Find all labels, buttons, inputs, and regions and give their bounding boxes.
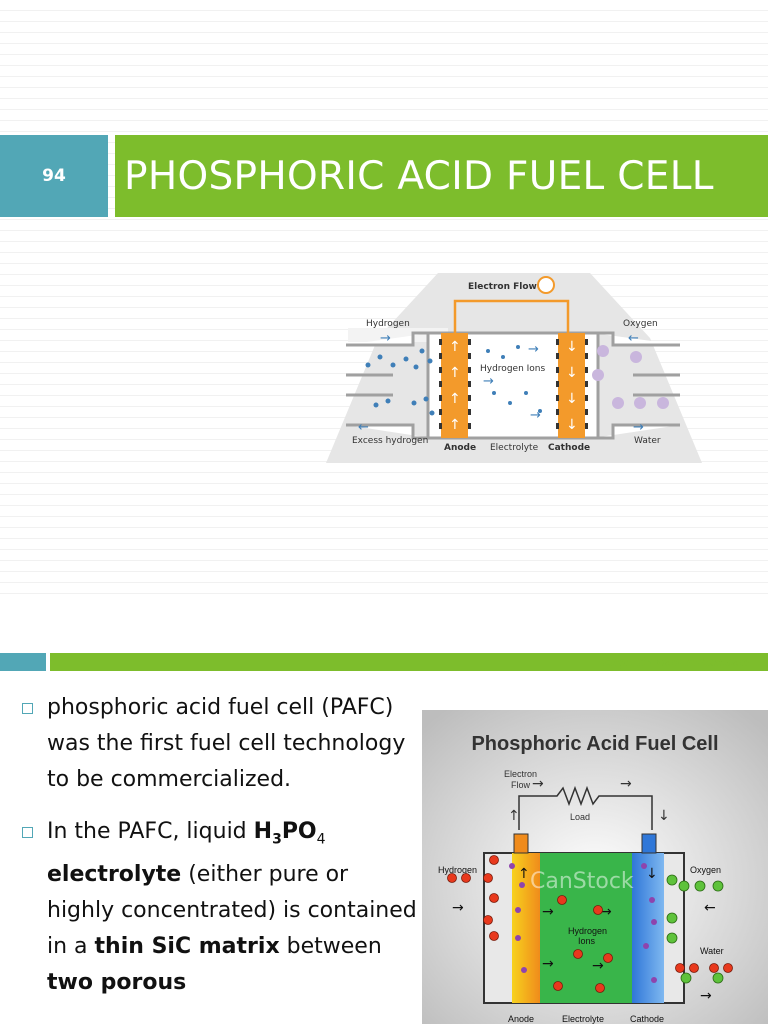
slide-number: 94 xyxy=(0,135,108,217)
svg-text:↓: ↓ xyxy=(658,808,670,824)
svg-text:→: → xyxy=(528,342,539,357)
hydrogen-ions-label-2: Ions xyxy=(578,936,596,946)
background-lines xyxy=(0,0,768,600)
svg-text:→: → xyxy=(542,956,554,972)
svg-text:→: → xyxy=(452,900,464,916)
water-label: Water xyxy=(634,436,661,446)
watermark: CanStock xyxy=(530,869,634,894)
svg-text:↑: ↑ xyxy=(449,365,461,381)
electrolyte-label: Electrolyte xyxy=(562,1014,604,1024)
excess-hydrogen-label: Excess hydrogen xyxy=(352,436,428,446)
load-label: Load xyxy=(570,812,590,822)
water-label: Water xyxy=(700,946,724,956)
svg-text:→: → xyxy=(600,904,612,920)
svg-text:↑: ↑ xyxy=(508,808,520,824)
bullet-square-icon xyxy=(22,703,33,714)
svg-text:→: → xyxy=(483,374,494,389)
hydrogen-ions-label: Hydrogen xyxy=(568,926,607,936)
svg-text:→: → xyxy=(620,776,632,792)
svg-text:↑: ↑ xyxy=(449,417,461,433)
electrolyte-label: Electrolyte xyxy=(490,443,539,453)
diagram-title: Phosphoric Acid Fuel Cell xyxy=(471,733,718,755)
bullet-list: phosphoric acid fuel cell (PAFC) was the… xyxy=(20,690,420,1017)
bullet-text: phosphoric acid fuel cell (PAFC) was the… xyxy=(47,695,406,792)
hydrogen-label: Hydrogen xyxy=(366,319,410,329)
svg-text:→: → xyxy=(532,776,544,792)
svg-text:↑: ↑ xyxy=(518,866,530,882)
svg-text:↓: ↓ xyxy=(566,417,578,433)
oxygen-label: Oxygen xyxy=(623,319,658,329)
bullet-text: In the PAFC, liquid H3PO4 electrolyte (e… xyxy=(47,819,417,996)
anode-label: Anode xyxy=(444,443,476,453)
cathode-label: Cathode xyxy=(630,1014,664,1024)
bullet-item: phosphoric acid fuel cell (PAFC) was the… xyxy=(20,690,420,798)
footer-bar xyxy=(0,653,768,671)
svg-text:↓: ↓ xyxy=(646,866,658,882)
bullet-item: In the PAFC, liquid H3PO4 electrolyte (e… xyxy=(20,814,420,1001)
oxygen-label: Oxygen xyxy=(690,865,721,875)
title-bar: 94 PHOSPHORIC ACID FUEL CELL xyxy=(0,135,768,217)
electron-flow-label: Electron xyxy=(504,769,537,779)
svg-text:↓: ↓ xyxy=(566,391,578,407)
fuel-cell-diagram-top: ↑ ↑ ↑ ↑ ↓ ↓ ↓ ↓ Electron Flow → ← ← → → → → Hydroge… xyxy=(326,273,702,463)
svg-text:←: ← xyxy=(358,420,369,435)
svg-text:→: → xyxy=(592,958,604,974)
svg-text:→: → xyxy=(380,331,391,346)
svg-text:↑: ↑ xyxy=(449,339,461,355)
electron-flow-label: Electron Flow xyxy=(468,282,537,292)
svg-text:→: → xyxy=(700,988,712,1004)
bullet-square-icon xyxy=(22,827,33,838)
electron-flow-label-2: Flow xyxy=(511,780,531,790)
footer-green-block xyxy=(50,653,768,671)
hydrogen-ions-label: Hydrogen Ions xyxy=(480,364,545,374)
slide-title: PHOSPHORIC ACID FUEL CELL xyxy=(115,135,768,217)
svg-text:↓: ↓ xyxy=(566,339,578,355)
fuel-cell-diagram-bottom: Phosphoric Acid Fuel Cell Electron Flow … xyxy=(422,710,768,1024)
svg-text:→: → xyxy=(633,420,644,435)
author-label: Eng. Rawan Alhaddad xyxy=(602,655,750,669)
hydrogen-label: Hydrogen xyxy=(438,865,477,875)
footer-teal-block xyxy=(0,653,46,671)
svg-text:→: → xyxy=(530,408,541,423)
svg-text:←: ← xyxy=(628,331,639,346)
anode-label: Anode xyxy=(508,1014,534,1024)
cathode-label: Cathode xyxy=(548,443,590,453)
svg-text:→: → xyxy=(542,904,554,920)
svg-text:↑: ↑ xyxy=(449,391,461,407)
svg-text:↓: ↓ xyxy=(566,365,578,381)
svg-text:←: ← xyxy=(704,900,716,916)
